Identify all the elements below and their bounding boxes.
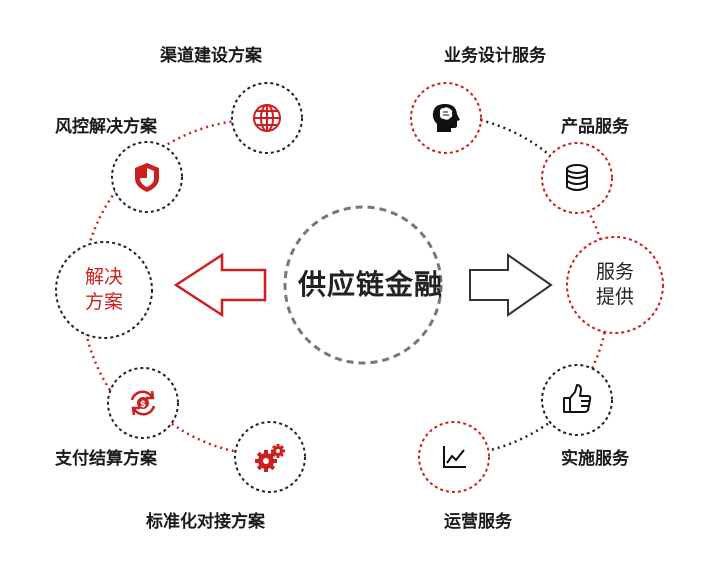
- thumbs-up-icon: [563, 384, 592, 413]
- gears-icon: [255, 444, 285, 472]
- label-implement-service: 实施服务: [561, 449, 629, 469]
- label-standard-plan: 标准化对接方案: [146, 512, 265, 532]
- left-hub-line2: 方案: [84, 291, 123, 313]
- database-icon: [566, 164, 588, 191]
- center-circle: [283, 205, 443, 365]
- right-hub: 服务 提供: [567, 237, 663, 333]
- label-business-design: 业务设计服务: [444, 46, 546, 66]
- label-operation-service: 运营服务: [444, 512, 512, 532]
- left-hub-line1: 解决: [84, 266, 123, 288]
- left-arrow: [173, 252, 267, 318]
- shield-icon: [135, 163, 159, 192]
- right-hub-line1: 服务: [595, 261, 634, 283]
- right-hub-circle: [566, 236, 664, 334]
- label-product-service: 产品服务: [561, 117, 629, 137]
- label-channel-plan: 渠道建设方案: [160, 46, 262, 66]
- center-label: 供应链金融: [298, 268, 444, 301]
- line-chart-icon: [443, 446, 466, 468]
- label-risk-plan: 风控解决方案: [55, 117, 157, 137]
- right-hub-line2: 提供: [595, 286, 634, 308]
- right-arrow: [469, 253, 553, 317]
- node-implement-circle: [541, 364, 613, 436]
- currency-refresh-icon: $: [130, 390, 156, 416]
- head-brain-icon: [432, 104, 460, 132]
- left-hub-circle: [55, 241, 153, 339]
- globe-icon: [253, 104, 281, 132]
- left-hub: 解决 方案: [56, 242, 152, 338]
- label-payment-plan: 支付结算方案: [55, 449, 157, 469]
- svg-text:$: $: [140, 400, 146, 410]
